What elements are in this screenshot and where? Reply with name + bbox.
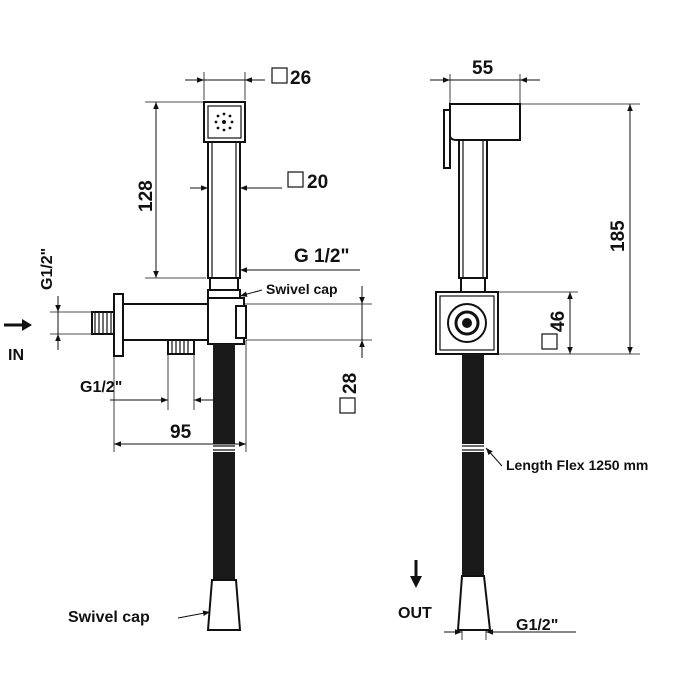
depth-label: 95: [170, 422, 192, 443]
width-side-label: 55: [472, 58, 494, 79]
bracket-section-label: 28: [340, 373, 361, 394]
height-total-label: 185: [608, 220, 629, 252]
side-head: [448, 103, 521, 141]
square-section-icon: [287, 171, 304, 188]
flex-hose-upper: [213, 344, 235, 444]
width-top-label: 26: [290, 68, 311, 89]
square-section-icon: [339, 397, 356, 414]
height-upper-label: 128: [136, 180, 157, 212]
flex-length-label: Length Flex 1250 mm: [506, 457, 648, 473]
out-nut: [456, 575, 492, 631]
flex-hose-lower: [213, 452, 235, 580]
square-section-icon: [271, 67, 288, 84]
block-section-label: 46: [548, 311, 569, 332]
side-view: 55 185 46 Length Flex 1250 mm OUT G1/2": [398, 58, 648, 640]
swivel-cap-lower-label: Swivel cap: [68, 609, 150, 626]
square-section-icon: [541, 333, 558, 350]
swivel-cap-lower: [206, 579, 242, 631]
thread-lower-left-label: G1/2": [80, 379, 122, 396]
trigger-lever: [443, 109, 451, 169]
thread-out-label: G1/2": [516, 617, 558, 634]
inlet-thread: [91, 311, 115, 335]
swivel-cap-upper-label: Swivel cap: [266, 281, 338, 297]
out-label: OUT: [398, 605, 432, 622]
thread-left-label: G1/2": [39, 248, 56, 290]
side-hose-lower: [462, 452, 484, 576]
front-view: 26 128 20 G 1/2" Swivel cap G1/2" IN: [4, 67, 372, 631]
in-label: IN: [8, 347, 24, 364]
tube-section-label: 20: [307, 172, 328, 193]
handle-tube: [207, 141, 241, 279]
bracket-arm: [122, 303, 210, 341]
thread-upper-label: G 1/2": [294, 246, 349, 267]
nozzle-holes-icon: [214, 112, 234, 132]
wall-flange: [113, 293, 124, 357]
side-hose-upper: [462, 354, 484, 444]
